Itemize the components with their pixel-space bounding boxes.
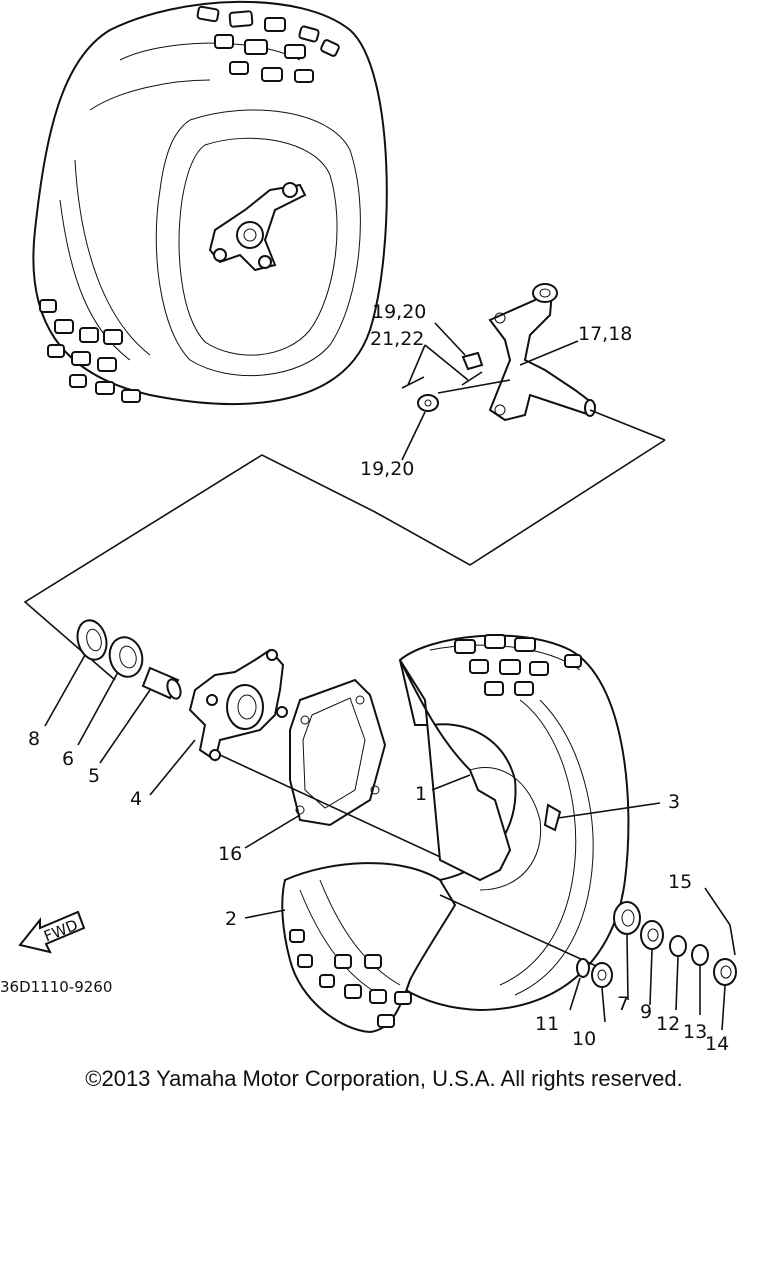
axle-small-parts [576,901,737,988]
label-9: 9 [640,1001,652,1023]
forward-direction-arrow: FWD [18,910,86,954]
label-10: 10 [572,1028,596,1050]
callout-labels: 19,20 21,22 17,18 19,20 8 6 5 4 16 1 3 2… [0,301,729,1055]
label-11: 11 [535,1013,559,1035]
lower-split-wheel [281,634,630,1034]
label-6: 6 [62,748,74,770]
label-5: 5 [88,765,100,787]
drawing-code: 36D1110-9260 [0,978,112,996]
exploded-parts-diagram: FWD 19,20 21,22 17,18 19,20 8 6 5 4 16 1… [0,0,737,1055]
label-13: 13 [683,1021,707,1043]
label-15: 15 [668,871,692,893]
label-8: 8 [28,728,40,750]
hub-parts [76,619,491,881]
label-17-18: 17,18 [578,323,632,345]
label-4: 4 [130,788,142,810]
upper-wheel-assembly [32,0,388,405]
label-1: 1 [415,783,427,805]
label-7: 7 [617,993,629,1015]
copyright-notice: ©2013 Yamaha Motor Corporation, U.S.A. A… [85,1066,683,1091]
label-16: 16 [218,843,242,865]
label-12: 12 [656,1013,680,1035]
label-21-22: 21,22 [370,328,424,350]
fwd-label: FWD [41,916,80,946]
label-2: 2 [225,908,237,930]
label-19-20-top: 19,20 [372,301,426,323]
label-19-20-bottom: 19,20 [360,458,414,480]
label-14: 14 [705,1033,729,1055]
callout-leaders [44,654,731,1031]
steering-knuckle [401,283,597,422]
assembly-boundary-line [23,439,666,681]
knuckle-leaders [401,322,666,461]
label-3: 3 [668,791,680,813]
